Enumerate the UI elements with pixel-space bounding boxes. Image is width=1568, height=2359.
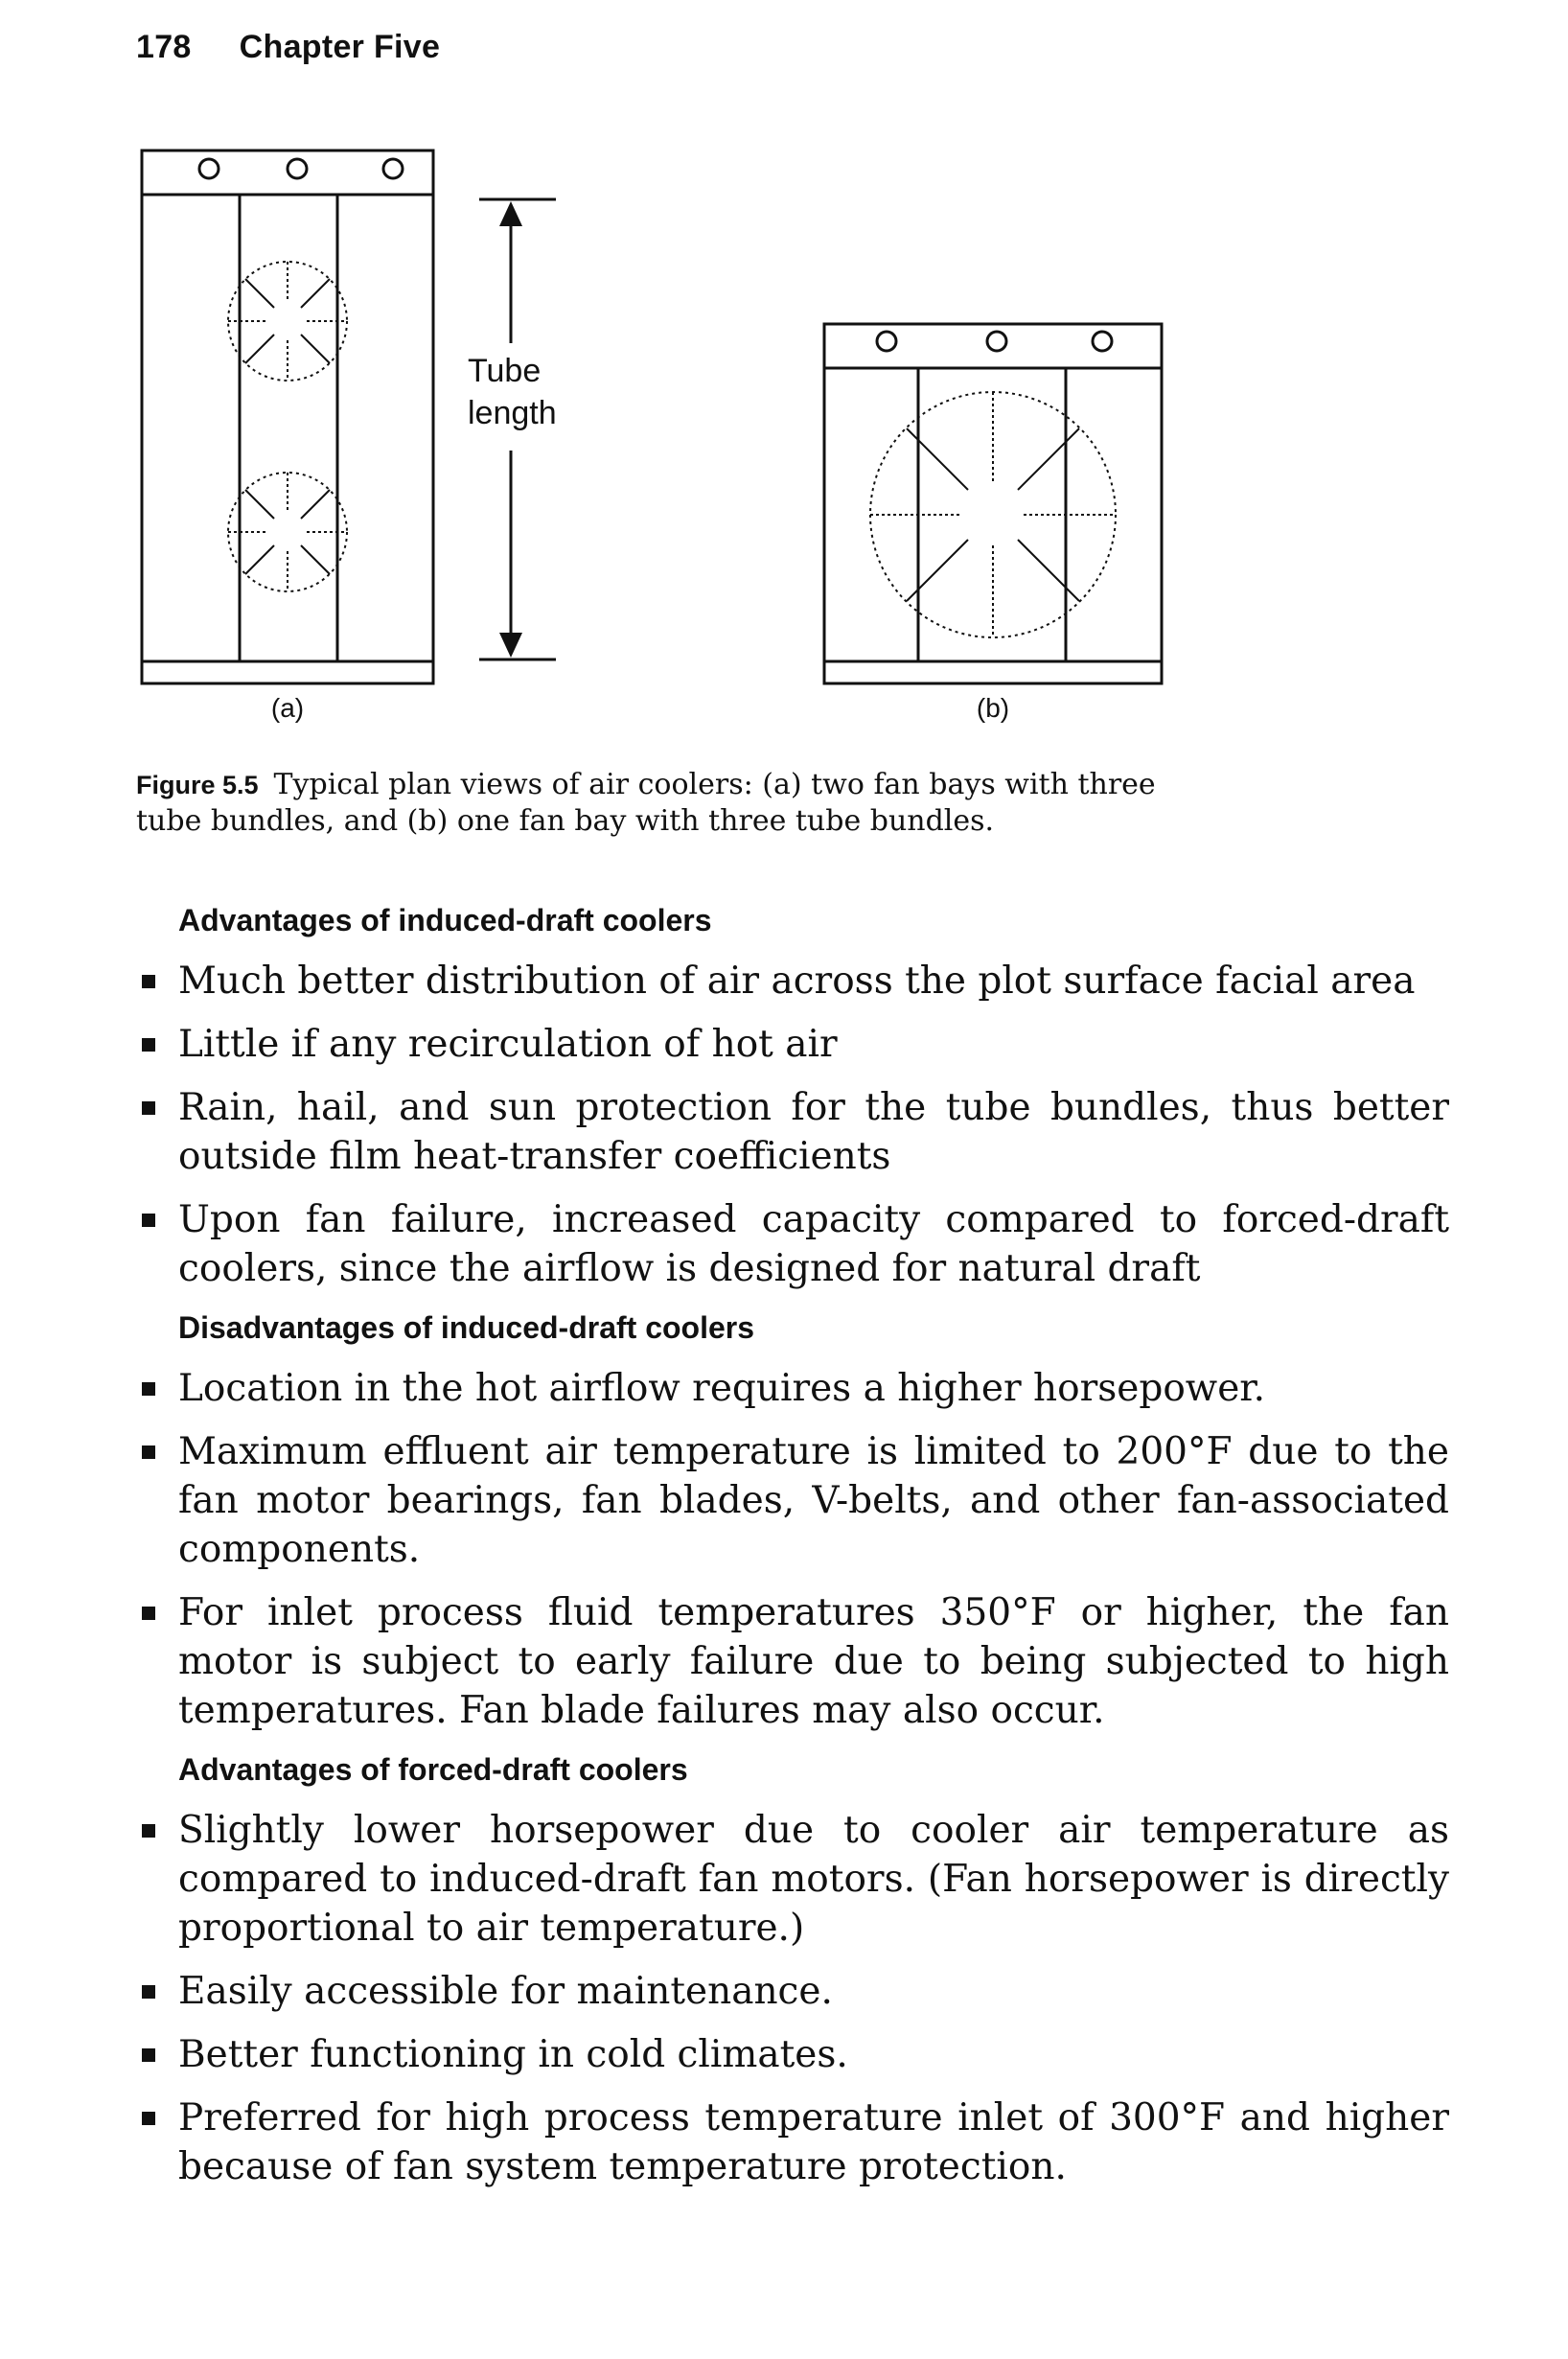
figure-caption-label: Figure 5.5 — [136, 771, 259, 799]
section-heading: Disadvantages of induced-draft coolers — [178, 1310, 755, 1345]
list-item: Preferred for high process temperature i… — [136, 2093, 1449, 2191]
list-item: For inlet process fluid temperatures 350… — [136, 1588, 1449, 1735]
list-item: Slightly lower horsepower due to cooler … — [136, 1806, 1449, 1953]
dimension-label-tube: Tube — [468, 353, 541, 389]
list-item: Maximum effluent air temperature is limi… — [136, 1427, 1449, 1574]
section-induced-draft-advantages: Advantages of induced-draft coolers Much… — [136, 901, 1449, 1293]
header-nozzle-icon — [985, 330, 1008, 353]
figure-5-5: Tube length (a) (b) — [0, 134, 1568, 748]
list-item: Little if any recirculation of hot air — [136, 1020, 1449, 1069]
list-item: Easily accessible for maintenance. — [136, 1967, 1449, 2016]
body-text: Advantages of induced-draft coolers Much… — [136, 901, 1449, 2207]
list-item: Location in the hot airflow requires a h… — [136, 1364, 1449, 1413]
section-forced-draft-advantages: Advantages of forced-draft coolers Sligh… — [136, 1750, 1449, 2191]
list-item: Better functioning in cold climates. — [136, 2030, 1449, 2079]
header-nozzle-icon — [286, 157, 309, 180]
fan-icon — [227, 472, 348, 592]
bullet-list: Slightly lower horsepower due to cooler … — [136, 1806, 1449, 2191]
panel-a-label: (a) — [271, 693, 304, 723]
list-item: Much better distribution of air across t… — [136, 957, 1449, 1006]
panel-b-label: (b) — [977, 693, 1009, 723]
air-cooler-plan-diagram: Tube length (a) (b) — [140, 149, 1164, 723]
header-nozzle-icon — [875, 330, 898, 353]
fan-icon — [869, 391, 1117, 638]
header-nozzle-icon — [197, 157, 220, 180]
section-heading: Advantages of induced-draft coolers — [178, 903, 712, 937]
dimension-label-length: length — [468, 395, 557, 431]
figure-caption-text: Typical plan views of air coolers: (a) t… — [136, 768, 1156, 838]
header-nozzle-icon — [381, 157, 404, 180]
header-nozzle-icon — [1091, 330, 1114, 353]
bullet-list: Much better distribution of air across t… — [136, 957, 1449, 1293]
chapter-title: Chapter Five — [239, 29, 441, 65]
panel-a-cooler-two-fan-bays — [140, 149, 435, 685]
fan-icon — [227, 261, 348, 382]
section-induced-draft-disadvantages: Disadvantages of induced-draft coolers L… — [136, 1308, 1449, 1735]
section-heading: Advantages of forced-draft coolers — [178, 1752, 688, 1787]
tube-length-dimension-arrow — [479, 197, 556, 661]
running-head: 178 Chapter Five — [136, 29, 440, 66]
page-number: 178 — [136, 29, 192, 65]
list-item: Rain, hail, and sun protection for the t… — [136, 1083, 1449, 1181]
list-item: Upon fan failure, increased capacity com… — [136, 1195, 1449, 1293]
panel-b-cooler-one-fan-bay — [822, 322, 1164, 685]
bullet-list: Location in the hot airflow requires a h… — [136, 1364, 1449, 1735]
